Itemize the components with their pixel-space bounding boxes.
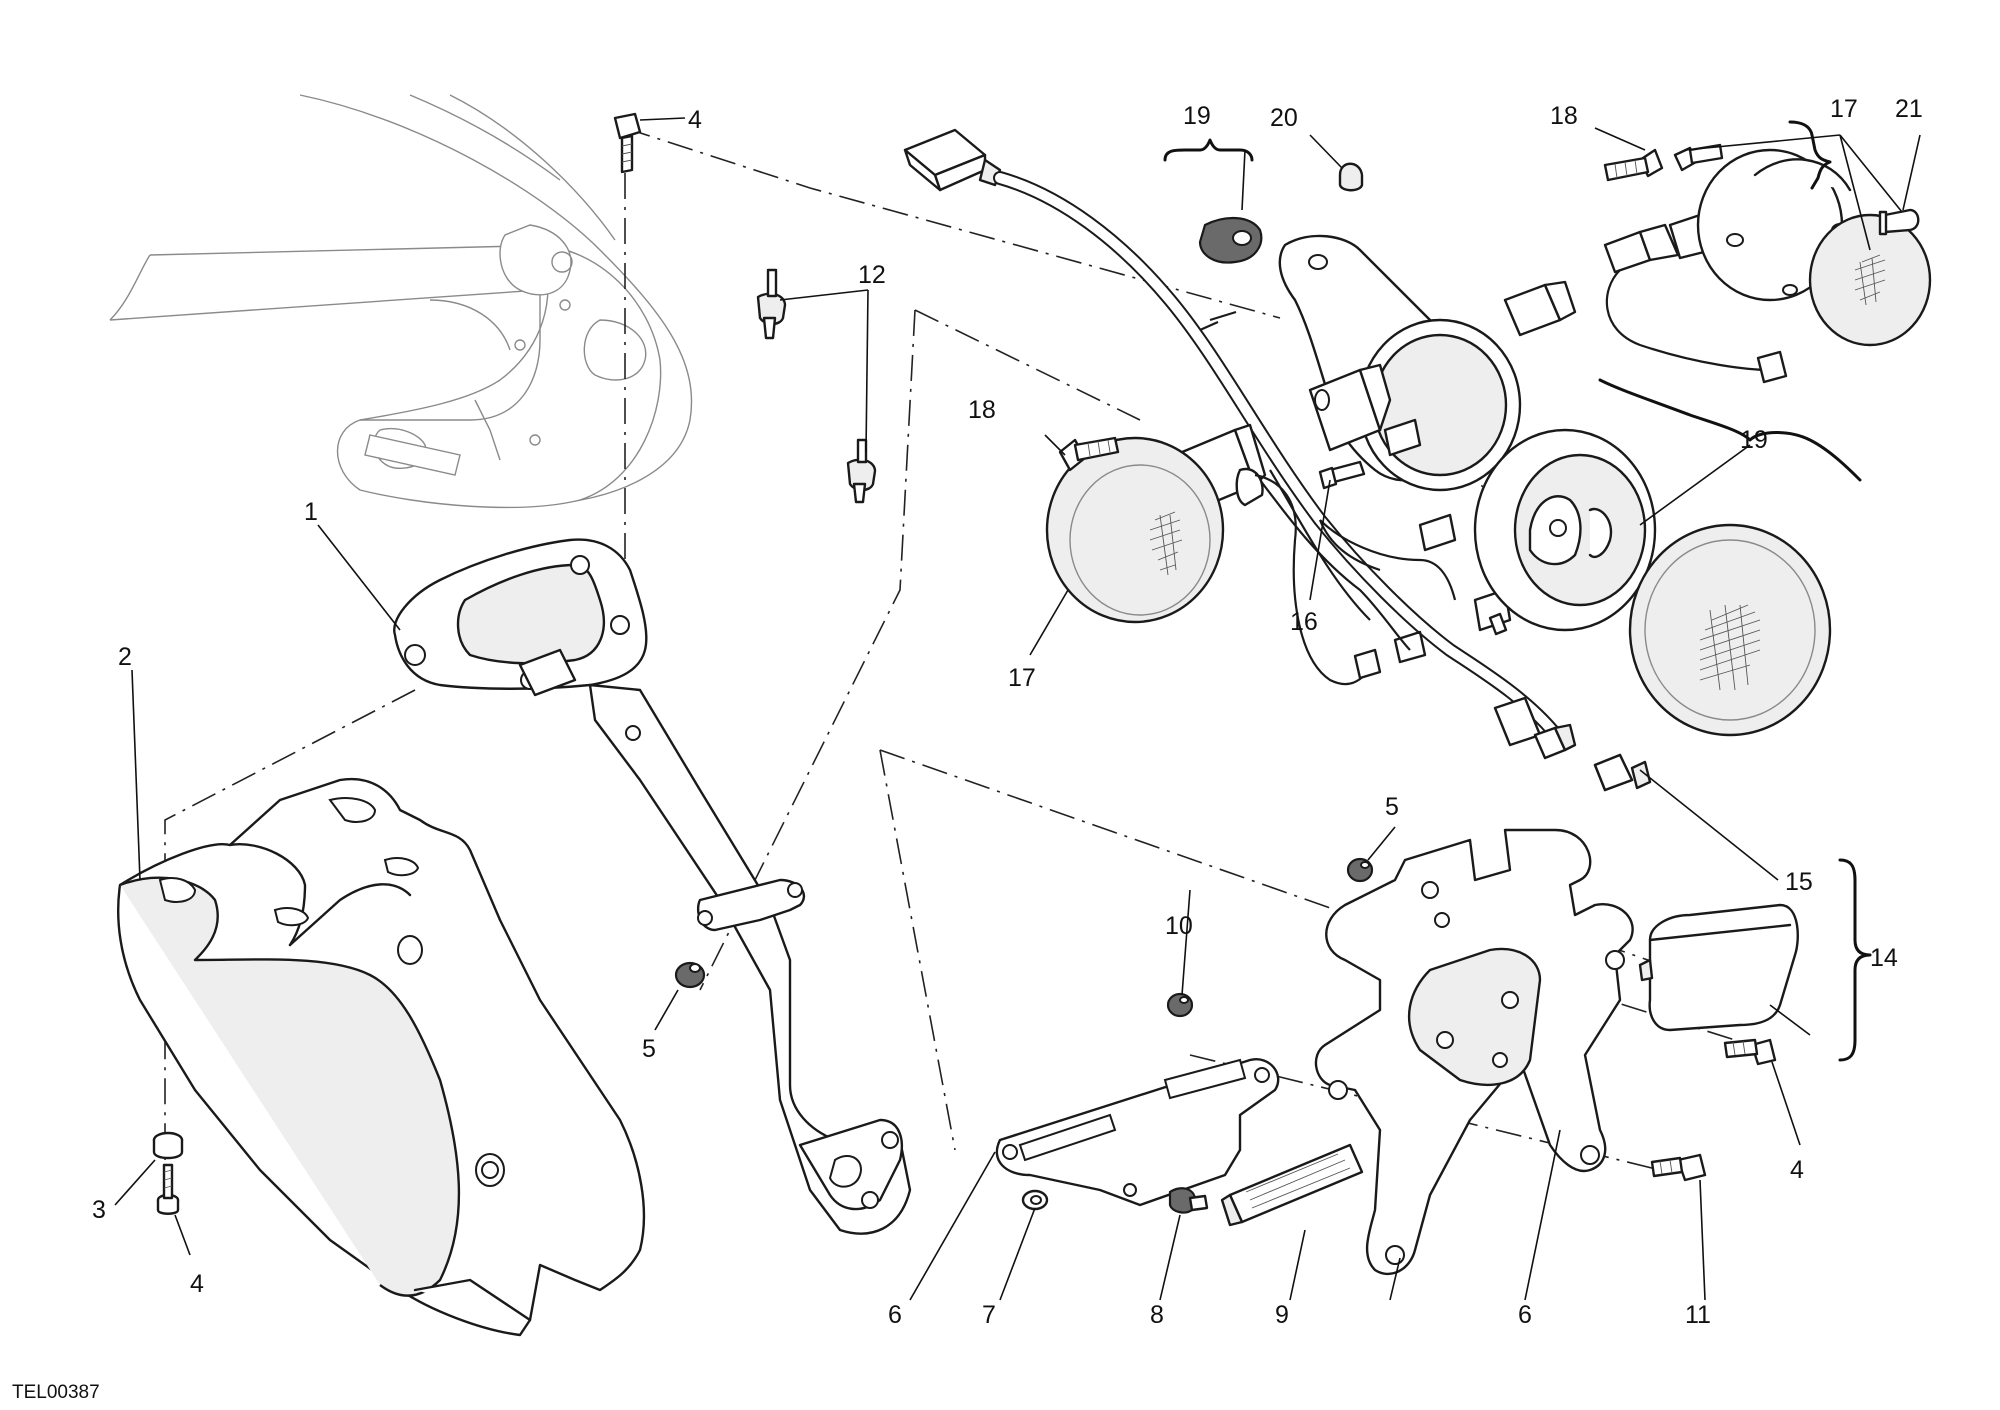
- callout-3: 3: [92, 1196, 106, 1224]
- callout-20: 20: [1270, 104, 1298, 132]
- callout-numbers: 4 1 2 3 4 5 12 18 17 16 19 20 18 17 21 1…: [92, 95, 1923, 1329]
- grommet-5-right: [1346, 857, 1374, 883]
- screw-4-top: [613, 112, 642, 174]
- reflector-10: [1220, 1143, 1364, 1227]
- callout-11: 10: [1165, 912, 1193, 940]
- taillight-housing: [1278, 234, 1577, 492]
- callout-19-right: 19: [1740, 426, 1768, 454]
- spacer-3: [152, 1131, 184, 1160]
- nut-11: [1166, 992, 1194, 1018]
- bulb-21: [1878, 208, 1920, 236]
- callout-10: 9: [1275, 1301, 1289, 1329]
- callout-2: 2: [118, 643, 132, 671]
- screw-18-left: [1058, 436, 1120, 472]
- callout-16: 16: [1290, 608, 1318, 636]
- screw-9: [1168, 1187, 1209, 1214]
- leader-lines: [114, 117, 1921, 1301]
- callout-19-top: 19: [1183, 102, 1211, 130]
- rear-mudguard: [117, 777, 646, 1337]
- group-braces: [1163, 120, 1872, 1062]
- cap-20: [1338, 162, 1364, 192]
- nut-8: [1021, 1189, 1049, 1211]
- screw-12: [1650, 1153, 1707, 1182]
- callout-18-right: 18: [1550, 102, 1578, 130]
- callout-18-left: 18: [968, 396, 996, 424]
- brace-17-top: [1788, 120, 1832, 190]
- callout-21: 21: [1895, 95, 1923, 123]
- rubber-mount-13-lower: [846, 438, 877, 504]
- grommet-5-left: [674, 961, 706, 989]
- callout-13: 12: [858, 261, 886, 289]
- brace-14: [1838, 858, 1872, 1062]
- callout-5-right: 5: [1385, 793, 1399, 821]
- taillight-reflector-ring: [1473, 428, 1657, 632]
- callout-15: 15: [1785, 868, 1813, 896]
- reflector-bracket-7: [995, 1058, 1280, 1207]
- rubber-pad-19: [1198, 216, 1263, 264]
- license-bulb-15: [1593, 753, 1652, 792]
- screw-18-right: [1603, 143, 1724, 182]
- callout-17-left: 17: [1008, 664, 1036, 692]
- brace-19-right: [1598, 378, 1862, 482]
- callout-17-right: 17: [1830, 95, 1858, 123]
- screw-4-right: [1723, 1038, 1777, 1066]
- drawing-code: TEL00387: [12, 1382, 100, 1403]
- license-plate-light-14: [1638, 903, 1799, 1032]
- callout-8: 7: [982, 1301, 996, 1329]
- wiring-harness: [903, 128, 1634, 792]
- callout-9: 8: [1150, 1301, 1164, 1329]
- turn-signal-17-right: [1603, 148, 1932, 384]
- rear-subframe-ghost: [109, 94, 693, 509]
- callout-4-lower-left: 4: [190, 1270, 204, 1298]
- turn-signal-17-left: [1045, 423, 1382, 686]
- callout-12: 11: [1685, 1301, 1711, 1329]
- screw-16: [1318, 460, 1366, 490]
- callout-4-right: 4: [1790, 1156, 1804, 1184]
- brace-19-top: [1163, 138, 1254, 162]
- taillight-lens: [1628, 523, 1832, 737]
- callout-14: 14: [1870, 944, 1898, 972]
- callout-4-top: 4: [688, 106, 702, 134]
- callout-1: 1: [304, 498, 318, 526]
- callout-7: 6: [888, 1301, 902, 1329]
- license-plate-support-bracket: [393, 538, 912, 1235]
- license-plate-holder-6: [1314, 828, 1634, 1276]
- callout-5-left: 5: [642, 1035, 656, 1063]
- callout-6: 6: [1518, 1301, 1532, 1329]
- screw-4-lower-left: [156, 1163, 180, 1215]
- rubber-mount-13-upper: [756, 268, 787, 340]
